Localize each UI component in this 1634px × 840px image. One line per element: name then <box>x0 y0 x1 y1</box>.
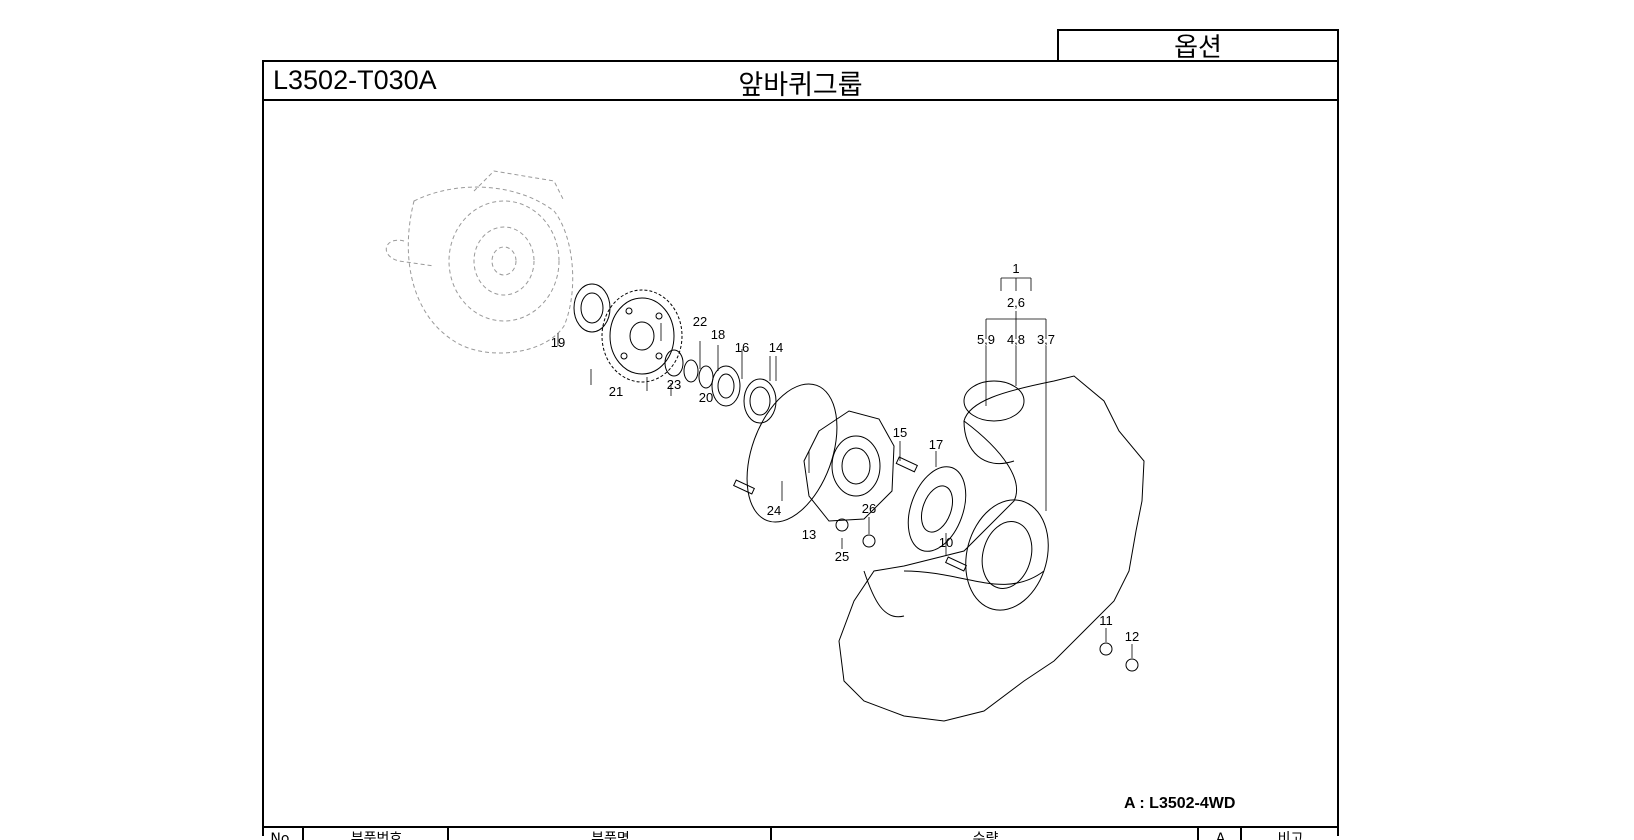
option-label: 옵션 <box>1174 33 1222 63</box>
callout-1: 1 <box>1012 261 1019 276</box>
nut-25 <box>835 518 849 532</box>
col-a: A <box>1197 828 1242 840</box>
callout-21: 21 <box>609 384 623 399</box>
col-no: No. <box>270 831 294 840</box>
stud-10 <box>945 556 967 572</box>
cover-13 <box>803 410 895 522</box>
model-note: A : L3502-4WD <box>1124 795 1236 812</box>
callout-22: 22 <box>693 314 707 329</box>
o-ring-14 <box>746 383 838 523</box>
option-label-box: 옵션 <box>1057 29 1339 63</box>
parts-table-header: No. 부품번호 부품명 수량 A 비고 <box>262 826 1339 840</box>
ring-20 <box>698 365 714 389</box>
drawing-area: 1 2,6 5,9 4,8 3,7 10 11 12 13 14 15 16 1… <box>262 99 1339 836</box>
seal-16 <box>743 378 777 424</box>
callout-15: 15 <box>893 425 907 440</box>
callout-26: 26 <box>862 501 876 516</box>
exploded-parts-diagram: 1 2,6 5,9 4,8 3,7 10 11 12 13 14 15 16 1… <box>386 170 1145 722</box>
callout-17: 17 <box>929 437 943 452</box>
bolt-15 <box>895 456 918 473</box>
col-part-number: 부품번호 <box>302 828 449 840</box>
housing-ghost <box>386 170 574 354</box>
col-remarks: 비고 <box>1240 828 1339 840</box>
bearing-18 <box>711 365 741 407</box>
callout-18: 18 <box>711 327 725 342</box>
stud-24 <box>733 479 755 495</box>
callout-4-8: 4,8 <box>1007 332 1025 347</box>
nut-12 <box>1125 658 1139 672</box>
callout-11: 11 <box>1099 613 1113 628</box>
col-quantity: 수량 <box>770 828 1199 840</box>
part-code: L3502-T030A <box>273 65 437 95</box>
bearing-19 <box>573 283 611 333</box>
callout-14: 14 <box>769 340 783 355</box>
page-title: 앞바퀴그룹 <box>738 70 863 101</box>
leader-lines <box>557 277 1133 658</box>
callout-19: 19 <box>551 335 565 350</box>
front-wheel <box>838 375 1145 722</box>
callout-20: 20 <box>699 390 713 405</box>
ring-23 <box>664 349 684 377</box>
callout-13: 13 <box>802 527 816 542</box>
callout-10: 10 <box>939 535 953 550</box>
callout-12: 12 <box>1125 629 1139 644</box>
nut-26 <box>862 534 876 548</box>
header-bar: L3502-T030A 앞바퀴그룹 <box>262 60 1339 101</box>
callout-23: 23 <box>667 377 681 392</box>
callout-labels: 1 2,6 5,9 4,8 3,7 10 11 12 13 14 15 16 1… <box>551 261 1139 644</box>
col-part-name: 부품명 <box>447 828 772 840</box>
callout-16: 16 <box>735 340 749 355</box>
flange-17 <box>907 466 967 552</box>
callout-2-6: 2,6 <box>1007 295 1025 310</box>
callout-3-7: 3,7 <box>1037 332 1055 347</box>
nut-11 <box>1099 642 1113 656</box>
gear-21 <box>601 289 683 383</box>
ring-22 <box>683 359 699 383</box>
callout-5-9: 5,9 <box>977 332 995 347</box>
callout-24: 24 <box>767 503 781 518</box>
callout-25: 25 <box>835 549 849 564</box>
